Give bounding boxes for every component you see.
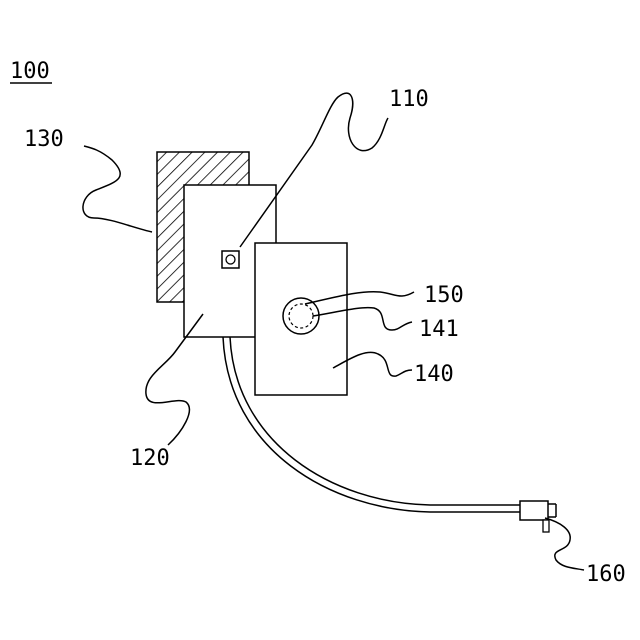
front-box-140: [255, 243, 347, 395]
numeral-120: 120: [130, 446, 170, 471]
figure-label: 100: [10, 59, 50, 84]
leader-160: [545, 518, 584, 570]
numeral-150: 150: [424, 283, 464, 308]
numeral-141: 141: [419, 317, 459, 342]
plug-prong: [543, 520, 549, 532]
numeral-140: 140: [414, 362, 454, 387]
numeral-160: 160: [586, 562, 626, 587]
sensor-110: [222, 251, 239, 268]
leader-130: [83, 146, 152, 232]
numeral-130: 130: [24, 127, 64, 152]
numeral-110: 110: [389, 87, 429, 112]
plug-160: [520, 501, 548, 520]
